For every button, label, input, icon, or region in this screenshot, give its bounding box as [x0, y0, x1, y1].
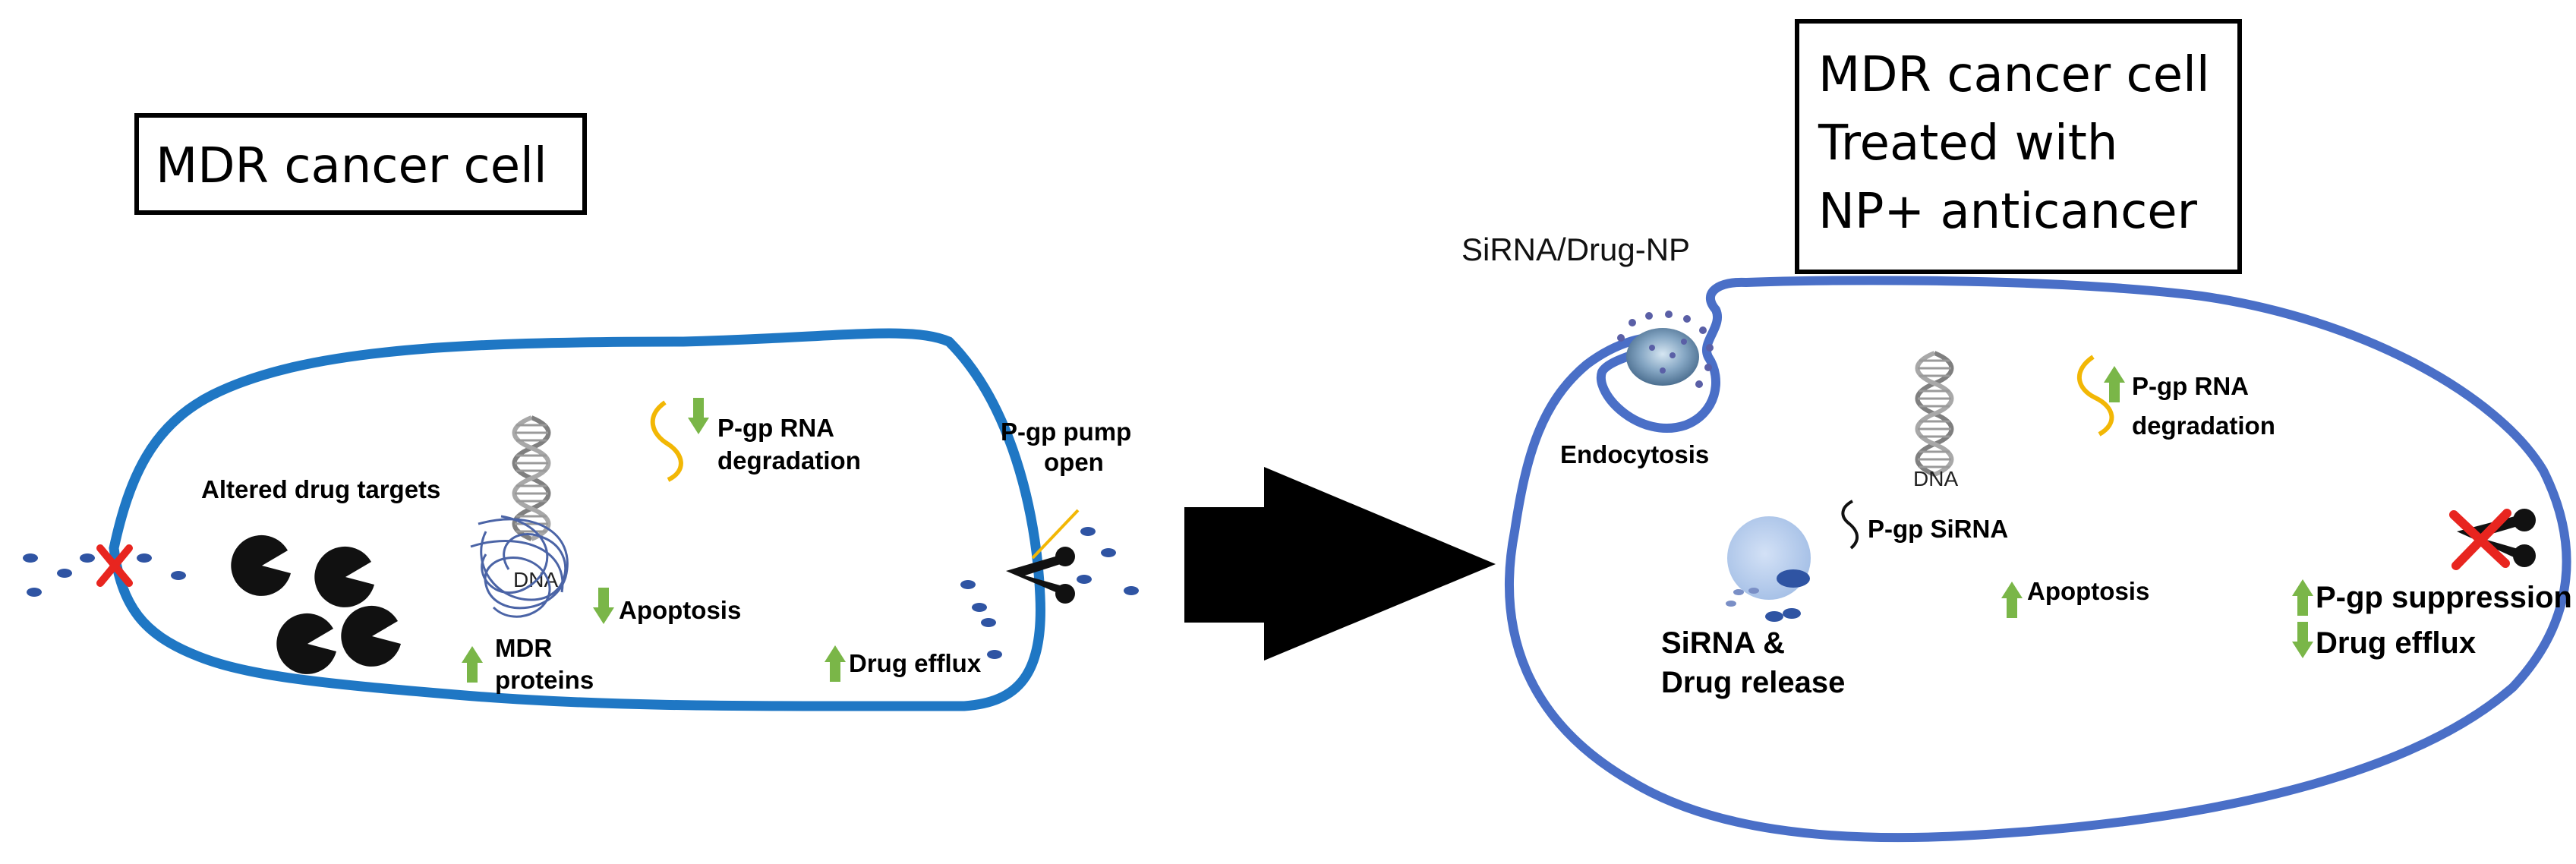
drug-efflux-label-right: Drug efflux: [2316, 626, 2476, 660]
right-title-box: [1795, 19, 2242, 274]
mrna-strand-icon-right: [2077, 355, 2114, 437]
pump-label-1: P-gp pump: [1001, 418, 1131, 446]
right-title-3: NP+ anticancer: [1818, 184, 2198, 240]
drug-target-icons: [231, 534, 401, 674]
drug-efflux-label-left: Drug efflux: [849, 649, 982, 677]
up-arrow-icon-suppression: [2292, 579, 2313, 616]
apoptosis-label-left: Apoptosis: [619, 596, 741, 624]
sirna-label: P-gp SiRNA: [1868, 515, 2008, 543]
up-arrow-icon-efflux-left: [825, 645, 846, 682]
right-cell-membrane: [1505, 276, 2571, 843]
up-arrow-icon-rna-right: [2104, 366, 2125, 402]
right-title-1: MDR cancer cell: [1818, 47, 2210, 103]
pgp-pump-blocked-icon: [2449, 509, 2536, 570]
dna-helix-icon-right: [1918, 353, 1952, 475]
left-title: MDR cancer cell: [156, 138, 547, 194]
np-label: SiRNA/Drug-NP: [1461, 232, 1690, 267]
mdr-label-1: MDR: [495, 634, 552, 662]
pgp-rna-label-left-2: degradation: [717, 446, 861, 475]
down-arrow-icon-rna-left: [688, 398, 709, 434]
vesicle-release-icon: [1726, 516, 1811, 622]
dna-label-right: DNA: [1913, 467, 1958, 490]
pump-label-2: open: [1044, 448, 1104, 476]
nanoparticle-icon: [1617, 311, 1714, 388]
mdr-label-2: proteins: [495, 666, 594, 694]
transition-arrow: [1184, 467, 1496, 661]
release-label-2: Drug release: [1661, 666, 1845, 699]
pgp-pump-open-icon: [1006, 509, 1080, 604]
pgp-rna-label-right-1: P-gp RNA: [2132, 372, 2249, 400]
suppression-label: P-gp suppression: [2316, 581, 2572, 614]
sirna-strand-icon: [1841, 500, 1859, 550]
blocked-entry-x-icon: [96, 544, 133, 587]
mdr-protein-tangle-icon: [470, 515, 569, 618]
drug-molecules-left: [23, 527, 1139, 659]
altered-targets-label: Altered drug targets: [201, 475, 440, 503]
down-arrow-icon-apoptosis-left: [593, 588, 614, 624]
apoptosis-label-right: Apoptosis: [2027, 577, 2149, 605]
up-arrow-icon-mdr: [462, 646, 483, 683]
mrna-strand-icon-left: [650, 400, 683, 482]
endocytosis-label: Endocytosis: [1560, 440, 1709, 468]
left-title-box: [134, 113, 587, 215]
up-arrow-icon-apoptosis-right: [2001, 582, 2023, 618]
release-label-1: SiRNA &: [1661, 626, 1785, 660]
pgp-rna-label-left-1: P-gp RNA: [717, 414, 834, 442]
right-title-2: Treated with: [1818, 115, 2117, 172]
down-arrow-icon-efflux-right: [2292, 622, 2313, 658]
pgp-rna-label-right-2: degradation: [2132, 412, 2275, 440]
